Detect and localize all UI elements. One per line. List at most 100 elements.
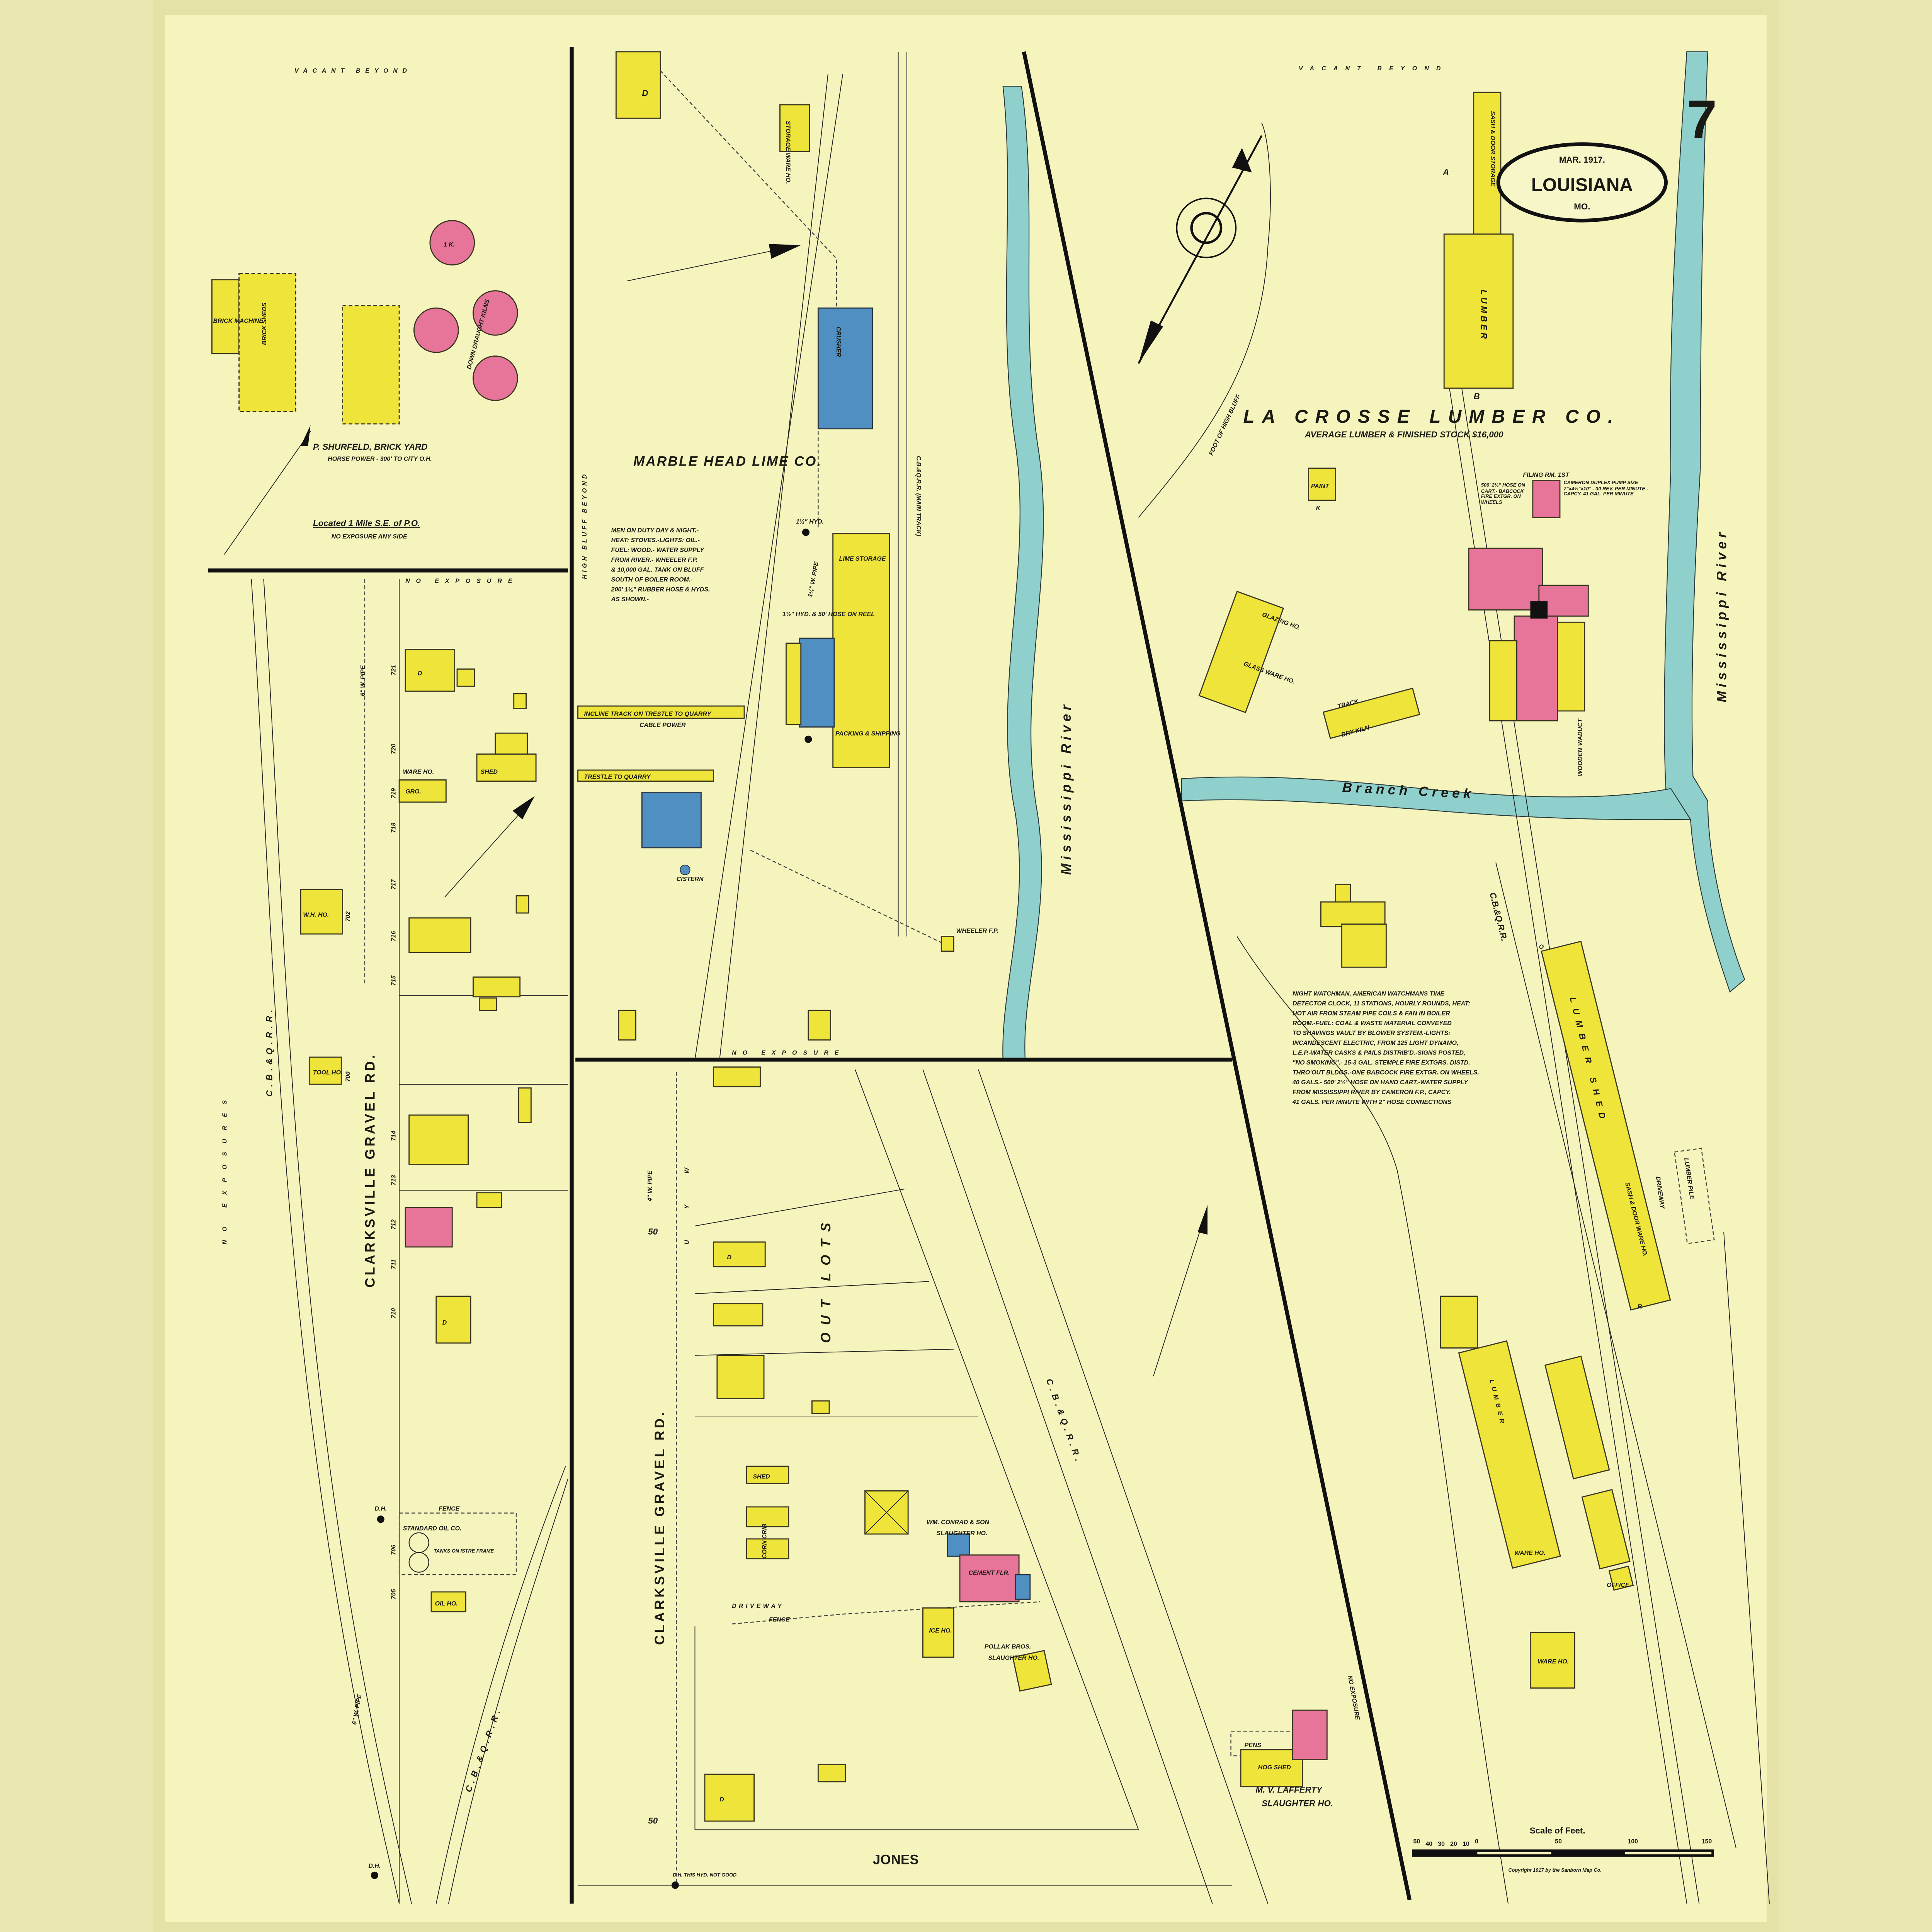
bluff-label: HIGH BLUFF BEYOND: [582, 472, 588, 579]
svg-text:NIGHT WATCHMAN, AMERICAN WATCH: NIGHT WATCHMAN, AMERICAN WATCHMANS TIME: [1293, 991, 1445, 997]
north-arrow-icon: [444, 796, 535, 898]
svg-text:FROM RIVER.- WHEELER F.P.: FROM RIVER.- WHEELER F.P.: [611, 557, 698, 563]
lumber-pile: [1674, 1148, 1715, 1244]
planing-mill-complex: [1468, 548, 1589, 721]
svg-text:40 GALS.- 500' 2½" HOSE ON HAN: 40 GALS.- 500' 2½" HOSE ON HAND CART.-WA…: [1292, 1079, 1468, 1086]
dwelling: [716, 1355, 765, 1399]
dwelling: [713, 1303, 764, 1327]
lafferty-name: M. V. LAFFERTY: [1255, 1785, 1323, 1795]
crusher-label: CRUSHER: [835, 327, 842, 357]
trestle-label: TRESTLE TO QUARRY: [584, 774, 651, 780]
hydrant-icon: [377, 1515, 384, 1523]
railroad-track: [1458, 369, 1700, 1904]
svg-text:& 10,000 GAL. TANK ON BLUFF: & 10,000 GAL. TANK ON BLUFF: [611, 567, 704, 573]
brick-yard-note: HORSE POWER - 300' TO CITY O.H.: [328, 456, 432, 463]
filing-room: [1532, 480, 1561, 518]
svg-text:Copyright 1917 by the Sanborn: Copyright 1917 by the Sanborn Map Co.: [1508, 1867, 1602, 1873]
corn-crib: [746, 1538, 789, 1560]
pump-note: CAMERON DUPLEX PUMP SIZE 7"x4½"x10" - 30…: [1563, 480, 1648, 497]
svg-text:SOUTH OF BOILER ROOM.-: SOUTH OF BOILER ROOM.-: [611, 577, 693, 583]
railroad-track: [694, 74, 844, 1060]
north-arrow-icon: [1153, 1205, 1208, 1377]
shed: [476, 753, 537, 782]
svg-text:710: 710: [391, 1308, 397, 1318]
lot-width: 50: [648, 1227, 658, 1236]
railroad-track: [1446, 369, 1687, 1904]
lumber-shed: [1541, 940, 1671, 1311]
svg-text:DETECTOR CLOCK, 11 STATIONS, H: DETECTOR CLOCK, 11 STATIONS, HOURLY ROUN…: [1293, 1000, 1470, 1007]
small-building: [817, 1764, 846, 1782]
svg-text:10: 10: [1463, 1841, 1469, 1847]
shed: [746, 1466, 789, 1484]
corn-crib-label: CORN CRIB: [761, 1524, 768, 1558]
svg-text:HOT AIR FROM STEAM PIPE COILS: HOT AIR FROM STEAM PIPE COILS & FAN IN B…: [1293, 1010, 1450, 1017]
office-label: OFFICE: [1607, 1582, 1630, 1588]
lumber-stock-note: AVERAGE LUMBER & FINISHED STOCK $16,000: [1304, 430, 1503, 439]
main-track-label: C.B.&Q.R.R. (MAIN TRACK): [915, 456, 922, 536]
kiln: [413, 307, 459, 353]
svg-text:MAR. 1917.: MAR. 1917.: [1559, 155, 1605, 165]
location-note: Located 1 Mile S.E. of P.O.: [313, 519, 420, 528]
boiler-house: [641, 791, 702, 849]
svg-text:720: 720: [391, 744, 397, 754]
svg-text:20: 20: [1450, 1841, 1457, 1847]
cistern-label: CISTERN: [677, 876, 704, 883]
no-exposure-top-label: NO EXPOSURE: [405, 578, 518, 584]
quarry-trestle: [577, 769, 714, 782]
svg-text:717: 717: [391, 879, 397, 890]
hydrant-icon: [371, 1871, 378, 1879]
svg-text:716: 716: [391, 931, 397, 941]
svg-text:150: 150: [1702, 1838, 1712, 1845]
street-name: JONES: [873, 1852, 919, 1867]
river-label-west: Mississippi River: [1059, 701, 1074, 875]
brick-yard-name: P. SHURFELD, BRICK YARD: [313, 442, 427, 452]
glazing-house: [1198, 590, 1284, 713]
kiln-frame: [786, 643, 802, 725]
ware-house: [1581, 1489, 1631, 1570]
sash-door-storage: [1473, 92, 1502, 235]
bluff-line: [1138, 123, 1271, 518]
hose-note-box: 500' 2½" HOSE ON CART.- BABCOCK FIRE EXT…: [1481, 483, 1525, 505]
title-cartouche: MAR. 1917. LOUISIANA MO.: [1496, 142, 1668, 223]
letter-a: A: [1442, 167, 1449, 177]
wheeler-label: WHEELER F.P.: [956, 928, 998, 934]
shed-label: SHED: [481, 769, 498, 776]
ware-label: WARE HO.: [1538, 1658, 1569, 1665]
packing-label: PACKING & SHIPPING: [835, 731, 901, 737]
incline-label: INCLINE TRACK ON TRESTLE TO QUARRY: [584, 711, 711, 718]
fence-label: FENCE: [769, 1616, 790, 1623]
lumber-building: [1544, 1355, 1610, 1480]
tanks-label: TANKS ON ISTRE FRAME: [434, 1548, 494, 1554]
mississippi-river-east: [1664, 51, 1745, 993]
pipe-label: 6" W. PIPE: [360, 665, 366, 696]
hydrant-label: 1½" HYD.: [796, 519, 824, 525]
svg-text:THRO'OUT BLDGS.-ONE BABCOCK FI: THRO'OUT BLDGS.-ONE BABCOCK FIRE EXTGR. …: [1293, 1070, 1479, 1076]
ware-label: WARE HO.: [403, 769, 434, 776]
small-building: [478, 997, 497, 1011]
north-arrow-icon: [627, 244, 801, 281]
compass-rose-icon: [1138, 135, 1263, 364]
svg-text:200' 1¼" RUBBER HOSE & HYDS.: 200' 1¼" RUBBER HOSE & HYDS.: [611, 587, 710, 593]
railroad-track: [978, 1069, 1269, 1904]
no-exposure-label: NO EXPOSURES: [222, 1092, 228, 1244]
pollak-name: POLLAK BROS.: [985, 1644, 1031, 1650]
corn-crib: [746, 1506, 789, 1527]
ice-house: [922, 1607, 954, 1658]
dwelling-label: D: [727, 1254, 731, 1261]
vacant-beyond-label: VACANT BEYOND: [1299, 65, 1448, 72]
kiln-building: [799, 638, 835, 728]
dwelling: [713, 1241, 766, 1267]
svg-text:AS SHOWN.-: AS SHOWN.-: [611, 596, 649, 603]
dwelling-label: D: [719, 1796, 724, 1803]
svg-text:ROOM.-FUEL: COAL & WASTE MATER: ROOM.-FUEL: COAL & WASTE MATERIAL CONVEY…: [1293, 1020, 1452, 1027]
dwelling: [300, 889, 343, 935]
brick-machine-label: BRICK MACHINE: [213, 318, 264, 324]
svg-text:L.E.P.-WATER CASKS & PAILS DIS: L.E.P.-WATER CASKS & PAILS DISTRIB'D.-SI…: [1293, 1050, 1465, 1056]
svg-text:712: 712: [391, 1219, 397, 1230]
lumber-building: [1458, 1340, 1561, 1569]
oil-house-label: OIL HO.: [435, 1600, 458, 1607]
small-building: [713, 1066, 761, 1087]
shed-x: [473, 976, 521, 998]
ware-label: WARE HO.: [1514, 1550, 1546, 1556]
